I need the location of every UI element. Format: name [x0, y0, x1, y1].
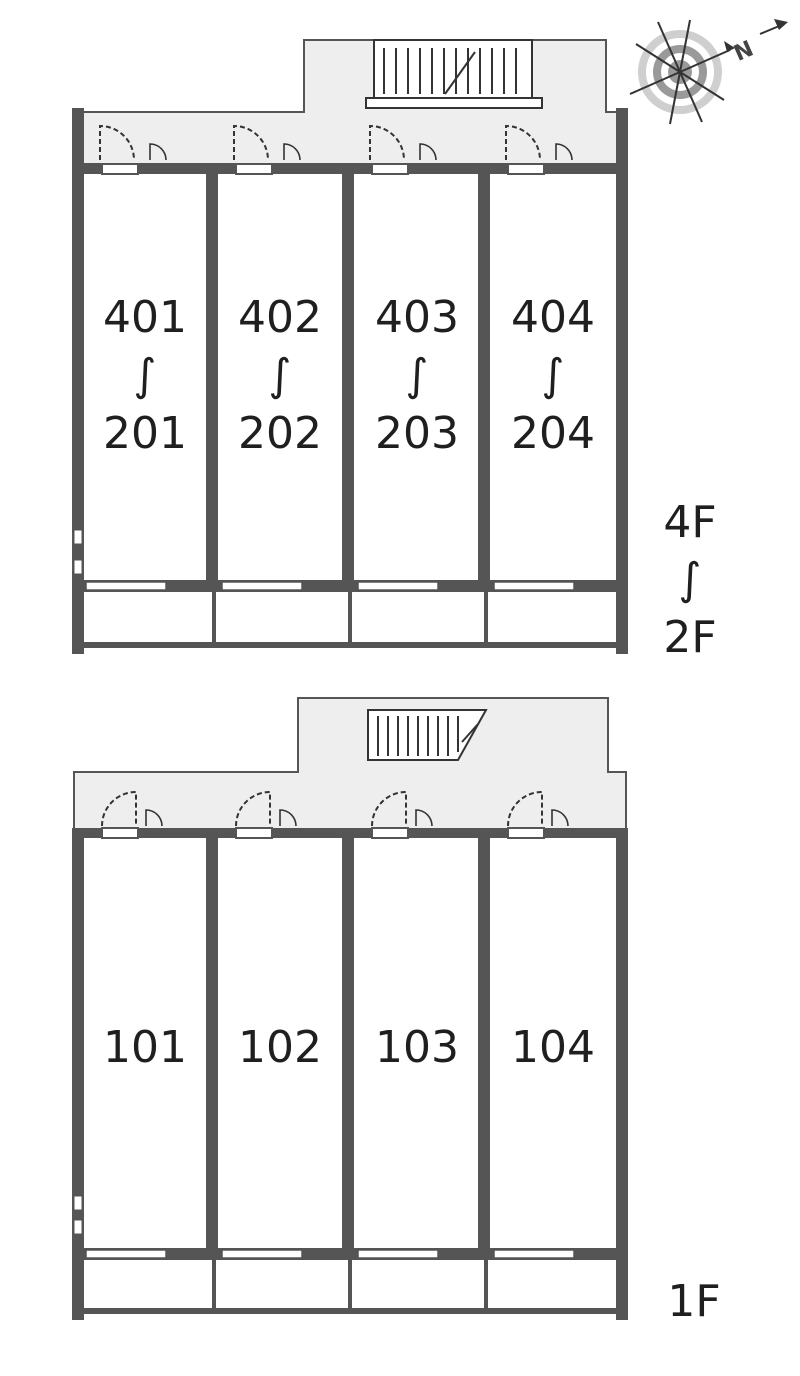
unit-label-201: 201	[103, 408, 187, 459]
lower-corridor	[73, 697, 627, 831]
lower-building: 101 102 103 104 1F	[72, 697, 721, 1327]
floor-label-2f: 2F	[663, 612, 716, 663]
upper-door-icons	[99, 124, 573, 161]
unit-range-sep-4: ∫	[542, 350, 565, 401]
floor-range-sep: ∫	[679, 554, 702, 605]
unit-range-sep-1: ∫	[134, 350, 157, 401]
compass-icon	[629, 19, 788, 125]
unit-label-103: 103	[375, 1022, 459, 1073]
upper-building: 401 ∫ 201 402 ∫ 202 403 ∫ 203 404 ∫ 204 …	[72, 39, 717, 663]
unit-label-101: 101	[103, 1022, 187, 1073]
unit-label-104: 104	[511, 1022, 595, 1073]
upper-stairs-icon	[365, 39, 543, 109]
floor-label-1f: 1F	[667, 1276, 720, 1327]
unit-label-404: 404	[511, 292, 595, 343]
unit-label-204: 204	[511, 408, 595, 459]
unit-label-203: 203	[375, 408, 459, 459]
unit-range-sep-2: ∫	[269, 350, 292, 401]
unit-label-403: 403	[375, 292, 459, 343]
unit-label-202: 202	[238, 408, 322, 459]
unit-label-401: 401	[103, 292, 187, 343]
unit-label-102: 102	[238, 1022, 322, 1073]
unit-range-sep-3: ∫	[406, 350, 429, 401]
lower-stairs-icon	[367, 709, 488, 761]
lower-door-icons	[101, 790, 569, 827]
floor-label-4f: 4F	[663, 497, 716, 548]
unit-label-402: 402	[238, 292, 322, 343]
compass-north-label: N	[730, 37, 757, 67]
